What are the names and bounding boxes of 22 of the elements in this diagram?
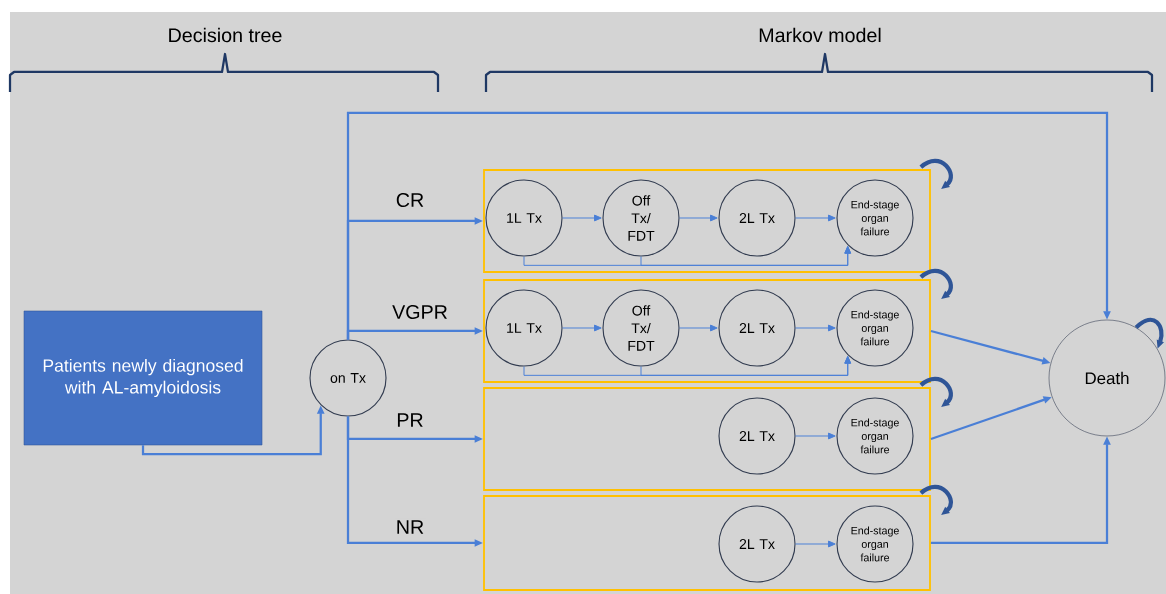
section-heading: Markov model: [759, 27, 881, 43]
state-band: [483, 169, 931, 273]
arrow: [346, 111, 1111, 340]
state-band: [483, 279, 931, 383]
section-heading: Decision tree: [169, 27, 282, 43]
loop-arrow: [919, 158, 953, 189]
loop-arrow: [919, 484, 953, 515]
arrow: [562, 214, 602, 222]
arrow: [640, 246, 852, 266]
arrow: [679, 324, 718, 332]
state-band: [483, 387, 931, 491]
arrow: [640, 356, 852, 376]
arrow: [679, 214, 718, 222]
arrow: [562, 324, 602, 332]
loop-arrow: [919, 376, 953, 407]
loop-arrow: [919, 268, 953, 299]
arrow: [795, 214, 836, 222]
arrow: [795, 432, 836, 440]
arrow: [795, 540, 836, 548]
start-box: Patients newly diagnosed with AL-amyloidosis: [23, 310, 263, 446]
state-band: [483, 495, 931, 591]
arrow: [795, 324, 836, 332]
